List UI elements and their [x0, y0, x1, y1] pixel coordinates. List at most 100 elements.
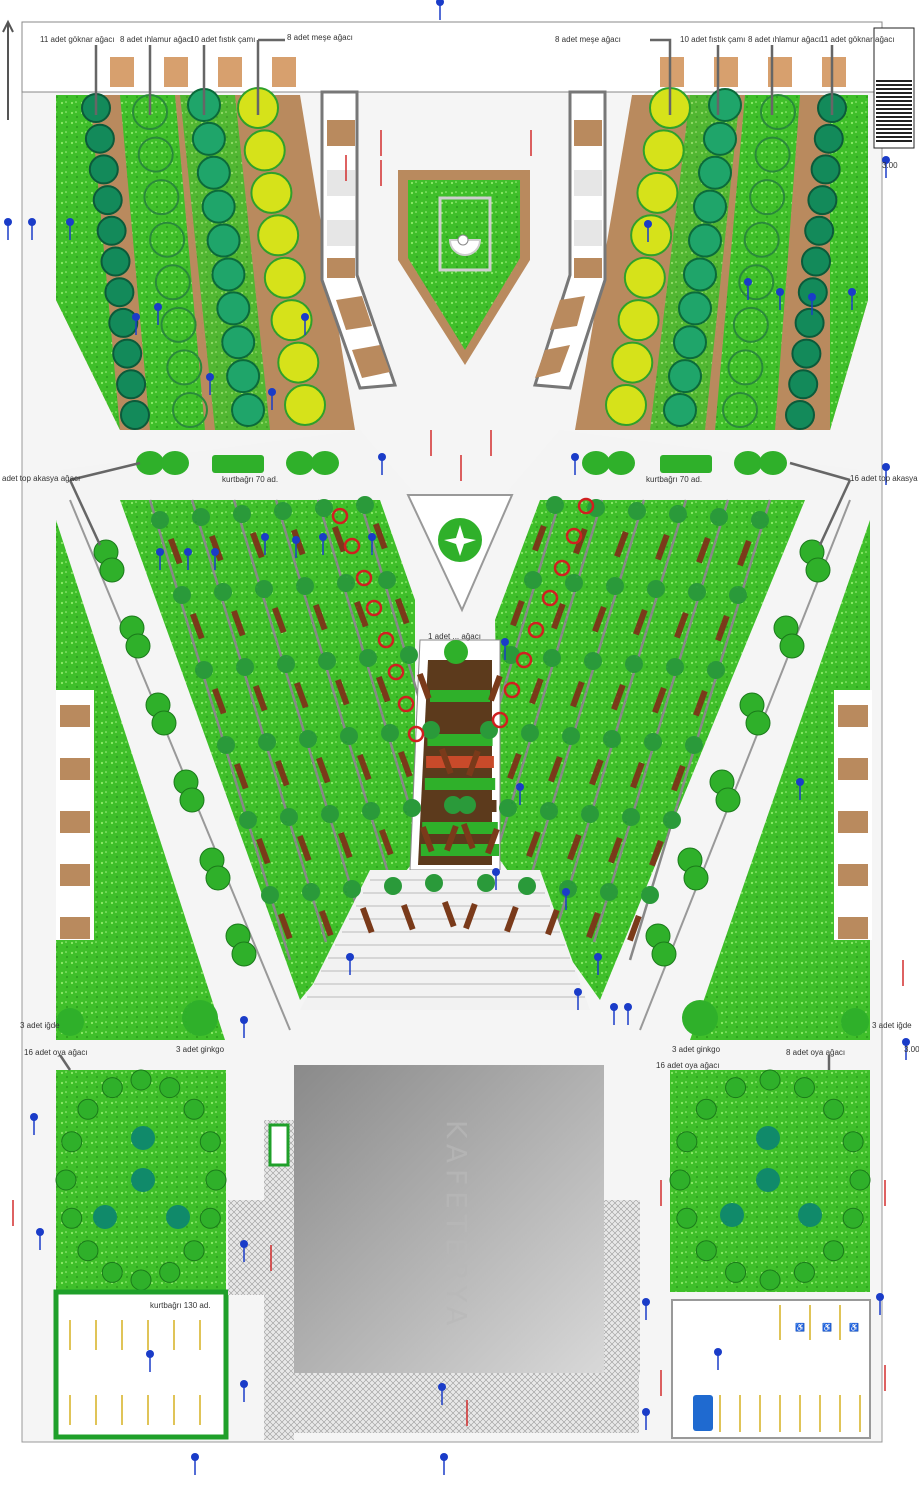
lawn-tree: [518, 877, 536, 895]
elevation-marker-icon: [240, 1240, 248, 1262]
lawn-path: [148, 499, 292, 961]
ginkgo-shrub: [182, 1000, 218, 1036]
elevation-marker-icon: [132, 313, 140, 335]
fir-tree: [813, 123, 844, 154]
marker-head: [261, 533, 269, 541]
lawn-bench: [715, 614, 730, 642]
elevation-marker-icon: [292, 536, 300, 558]
dimension-tick: [466, 1400, 468, 1426]
pistachio-pine-tree: [196, 155, 231, 190]
label-right-kurtbagi: kurtbağrı 70 ad.: [646, 475, 702, 484]
elevation-marker-icon: [902, 1038, 910, 1060]
pistachio-pine-tree: [211, 257, 246, 292]
marker-head: [574, 988, 582, 996]
central-triangle-island: [406, 494, 514, 613]
elevation-marker-icon: [644, 220, 652, 242]
ginkgo-tree: [131, 1126, 155, 1150]
label-top-left-linden: 8 adet ıhlamur ağacı: [120, 35, 193, 44]
lawn-bench: [354, 600, 369, 628]
rose-shrub: [407, 725, 425, 743]
lawn-tree: [359, 649, 377, 667]
lawn-bench: [570, 680, 585, 708]
lawn-tree: [751, 511, 769, 529]
linden-tree: [160, 306, 197, 343]
lawn-tree: [381, 724, 399, 742]
lawn-bench: [460, 822, 476, 850]
lawn-tree: [195, 661, 213, 679]
lawn-bench: [357, 753, 372, 781]
marker-head: [642, 1408, 650, 1416]
fir-tree: [797, 277, 828, 308]
lawn-bench: [316, 756, 331, 784]
lawn-tree: [239, 811, 257, 829]
dimension-tick: [660, 1370, 662, 1396]
lawn-bench: [319, 909, 334, 937]
elevation-marker-icon: [776, 288, 784, 310]
dimension-tick: [884, 1180, 886, 1206]
right-bench-column: [834, 690, 872, 940]
lawn-tree: [502, 646, 520, 664]
pistachio-pine-tree: [191, 121, 226, 156]
rose-shrub: [397, 695, 415, 713]
stair-step: [876, 80, 912, 82]
paver-strip-cafe-left: [264, 1120, 294, 1440]
elevation-marker-icon: [501, 638, 509, 660]
oya-tree: [61, 1131, 83, 1153]
lawn-bench: [395, 597, 410, 625]
oya-tree: [849, 1169, 871, 1191]
lawn-bench: [438, 747, 454, 775]
stair-step: [876, 108, 912, 110]
lawn-tree: [521, 724, 539, 742]
lawn-tree: [173, 586, 191, 604]
lawn-tree: [400, 646, 418, 664]
lawn-tree: [458, 796, 476, 814]
acacia-tree: [745, 710, 771, 736]
acacia-tree: [179, 787, 205, 813]
ginkgo-tree: [756, 1168, 780, 1192]
rose-shrub: [355, 569, 373, 587]
ginkgo-tree: [93, 1205, 117, 1229]
rose-shrub: [527, 621, 545, 639]
stair-step: [876, 92, 912, 94]
lawn-path: [592, 499, 730, 943]
parked-car: [693, 1395, 713, 1431]
lawn-bench: [397, 750, 413, 778]
elevation-marker-icon: [4, 218, 12, 240]
accessible-parking-icon: ♿: [849, 1322, 859, 1332]
elevation-marker-icon: [808, 293, 816, 315]
fir-tree: [92, 185, 123, 216]
elevation-markers: [4, 0, 910, 1475]
lawn-tree: [261, 886, 279, 904]
rose-shrub: [565, 527, 583, 545]
oya-tree: [77, 1240, 99, 1262]
marker-head: [796, 778, 804, 786]
linden-tree: [722, 392, 758, 428]
lawn-tree: [217, 736, 235, 754]
label-left-acacia: adet top akasya ağacı: [2, 474, 80, 483]
marker-head: [438, 1383, 446, 1391]
rose-shrub: [491, 711, 509, 729]
oak-tree: [623, 256, 666, 299]
acacia-tree: [651, 941, 677, 967]
lawn-bench: [693, 690, 708, 717]
top-bench-row-left: [110, 57, 296, 87]
lawn-bench: [334, 678, 350, 706]
lawn-path: [232, 499, 364, 925]
oya-tree: [676, 1131, 698, 1153]
acacia-tree: [715, 787, 741, 813]
rose-shrub: [541, 589, 559, 607]
lawn-bench: [488, 675, 503, 702]
pistachio-pine-tree: [678, 291, 712, 326]
dimension-tick: [902, 960, 904, 986]
fir-tree: [791, 338, 822, 369]
linden-tree: [738, 264, 775, 301]
dimension-tick: [660, 1180, 662, 1206]
marker-head: [378, 453, 386, 461]
lawn-tree: [425, 874, 443, 892]
right-parking: ♿ ♿ ♿: [671, 1299, 871, 1439]
lawn-tree: [302, 883, 320, 901]
marker-head: [156, 548, 164, 556]
central-strip: [409, 639, 501, 871]
pistachio-pine-tree: [663, 393, 697, 427]
